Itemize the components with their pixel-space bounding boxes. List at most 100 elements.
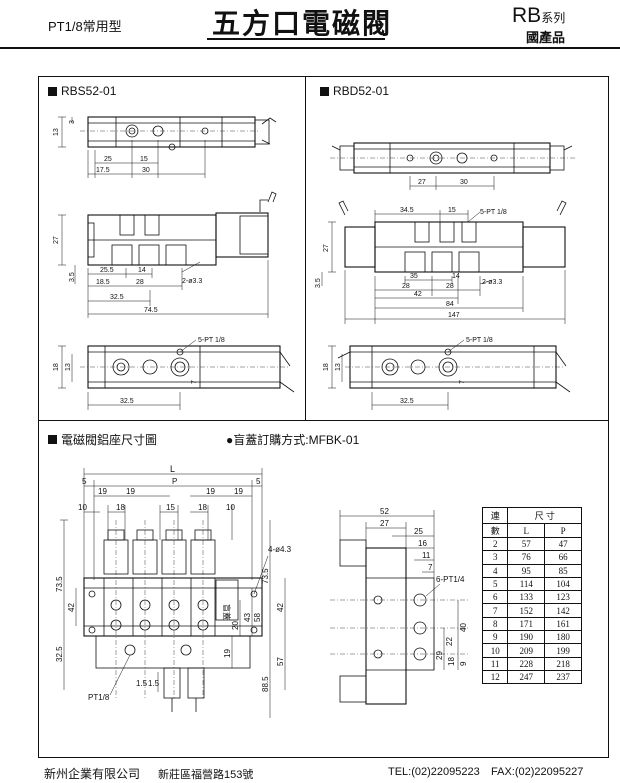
dim-label: 18.5 — [96, 279, 110, 286]
table-cell: 57 — [507, 536, 546, 552]
dim-label: 15 — [166, 503, 175, 512]
table-cell: 104 — [544, 576, 582, 592]
table-header-cell: L — [507, 523, 546, 538]
table-cell: 95 — [507, 563, 546, 578]
table-cell: 3 — [481, 550, 509, 565]
dim-label: 28 — [136, 279, 144, 286]
dim-label: 42 — [276, 603, 285, 612]
table-cell: 190 — [507, 630, 546, 645]
dim-label: 32.5 — [400, 398, 414, 405]
rbs-side-view — [58, 191, 277, 318]
dim-label: 25 — [104, 156, 112, 163]
dim-label: 15 — [448, 207, 456, 214]
dim-label: 20 — [231, 621, 240, 630]
dim-label: 5-PT 1/8 — [466, 337, 493, 344]
table-cell: 199 — [544, 643, 582, 658]
blank-cover-order: ●盲蓋訂購方式:MFBK-01 — [226, 433, 360, 447]
dim-label: 40 — [459, 623, 468, 632]
dim-label: 34.5 — [400, 207, 414, 214]
rbs-top-view — [58, 116, 277, 178]
square-bullet-icon — [320, 86, 329, 96]
dim-label: 57 — [276, 657, 285, 666]
footer-company: 新州企業有限公司 — [44, 767, 141, 781]
frame-horizontal-divider — [38, 420, 609, 421]
footer-fax: FAX:(02)22095227 — [491, 766, 584, 778]
manifold-front-view — [60, 468, 286, 718]
table-cell: 4 — [481, 563, 509, 578]
table-header-cell: 連 — [481, 507, 509, 524]
dim-label: 30 — [142, 167, 150, 174]
dim-label: 1.5 — [148, 679, 160, 688]
series-label: RB系列 — [512, 4, 565, 28]
dim-label: 7 — [459, 380, 466, 384]
dim-label: 3.5 — [69, 272, 76, 282]
table-cell: 237 — [544, 669, 582, 685]
section-rbd: RBD52-01 — [320, 84, 389, 98]
dim-label: 5-PT 1/8 — [198, 337, 225, 344]
dim-label: 11 — [422, 551, 431, 560]
page-title: 五方口電磁閥 — [212, 7, 393, 40]
dim-label: 27 — [380, 519, 389, 528]
square-bullet-icon — [48, 86, 57, 96]
header-divider — [0, 47, 620, 49]
dim-label: 2-ø3.3 — [182, 278, 202, 285]
table-header-row: 數 L P — [481, 523, 582, 538]
table-cell: 10 — [481, 643, 509, 658]
table-cell: 247 — [507, 669, 546, 685]
dim-label: 1.5 — [136, 679, 148, 688]
dim-label: 58 — [253, 613, 262, 622]
table-header-cell: 數 — [481, 523, 509, 538]
dim-label: 15 — [140, 156, 148, 163]
model-subtitle: PT1/8常用型 — [48, 19, 122, 34]
dim-label: 32.5 — [55, 646, 64, 662]
rbd-dim-labels: 27 30 34.5 15 5-PT 1/8 27 3.5 35 14 2-ø3… — [315, 179, 507, 405]
section-rbs-label: RBS52-01 — [61, 84, 117, 98]
dim-label: 35 — [410, 273, 418, 280]
dim-label: 5-PT 1/8 — [480, 209, 507, 216]
manifold-dim-labels: L 5 P 5 19 19 19 19 10 18 15 18 10 4-ø4.… — [55, 464, 468, 702]
dim-label: 18 — [116, 503, 125, 512]
dim-label: 7 — [428, 563, 433, 572]
dim-label: 43 — [243, 613, 252, 622]
dim-label: 2-ø3.3 — [482, 279, 502, 286]
dim-label: 5 — [82, 477, 87, 486]
dim-label: PT1/8 — [88, 693, 110, 702]
series-suffix: 系列 — [541, 11, 566, 25]
dim-label: 32.5 — [120, 398, 134, 405]
table-cell: 12 — [481, 669, 509, 685]
rbd-bottom-view — [328, 339, 571, 410]
title-underline — [207, 38, 385, 40]
table-cell: 171 — [507, 616, 546, 632]
table-header-row: 連 尺 寸 — [481, 507, 582, 524]
dim-label: 32.5 — [110, 294, 124, 301]
dim-label: 19 — [206, 487, 215, 496]
frame-vertical-divider — [305, 76, 306, 420]
dim-label: 42 — [67, 603, 76, 612]
table-cell: 8 — [481, 616, 509, 632]
table-cell: 133 — [507, 590, 546, 605]
table-cell: 47 — [544, 536, 582, 552]
dim-label: 147 — [448, 312, 460, 319]
dim-label: 19 — [223, 649, 232, 658]
dim-label: 13 — [65, 363, 72, 371]
dim-label: 17.5 — [96, 167, 110, 174]
dim-label: 13 — [335, 363, 342, 371]
square-bullet-icon — [48, 435, 57, 444]
table-cell: 218 — [544, 656, 582, 671]
footer-tel: TEL:(02)22095223 — [388, 766, 480, 778]
dim-label: P — [172, 477, 177, 486]
dim-label: 18 — [323, 363, 330, 371]
table-cell: 161 — [544, 616, 582, 632]
series-code: RB — [512, 4, 542, 27]
table-cell: 11 — [481, 656, 509, 671]
dim-label: 5 — [256, 477, 261, 486]
table-cell: 123 — [544, 590, 582, 605]
